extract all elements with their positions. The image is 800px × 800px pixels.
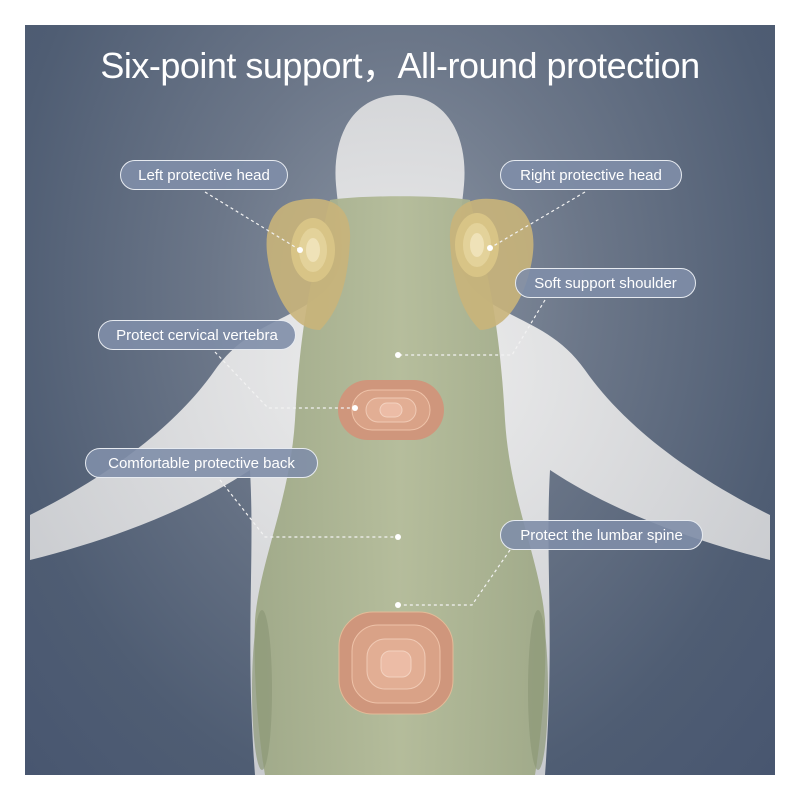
lower-heat-pad bbox=[338, 611, 454, 715]
page-title: Six-point support，All-round protection bbox=[100, 45, 700, 86]
label-protect-cervical-vertebra: Protect cervical vertebra bbox=[98, 320, 296, 350]
upper-heat-pad bbox=[338, 380, 444, 440]
label-protect-lumbar-spine: Protect the lumbar spine bbox=[500, 520, 703, 550]
support-vest bbox=[254, 196, 546, 775]
leader-lines bbox=[204, 191, 586, 606]
body-illustration bbox=[30, 95, 770, 775]
right-shoulder-pad bbox=[449, 198, 534, 330]
product-infographic: Six-point support，All-round protection L… bbox=[25, 25, 775, 775]
left-shoulder-pad bbox=[266, 198, 351, 330]
label-left-protective-head: Left protective head bbox=[120, 160, 288, 190]
label-comfortable-protective-back: Comfortable protective back bbox=[85, 448, 318, 478]
label-soft-support-shoulder: Soft support shoulder bbox=[515, 268, 696, 298]
point-markers bbox=[297, 245, 493, 608]
label-right-protective-head: Right protective head bbox=[500, 160, 682, 190]
